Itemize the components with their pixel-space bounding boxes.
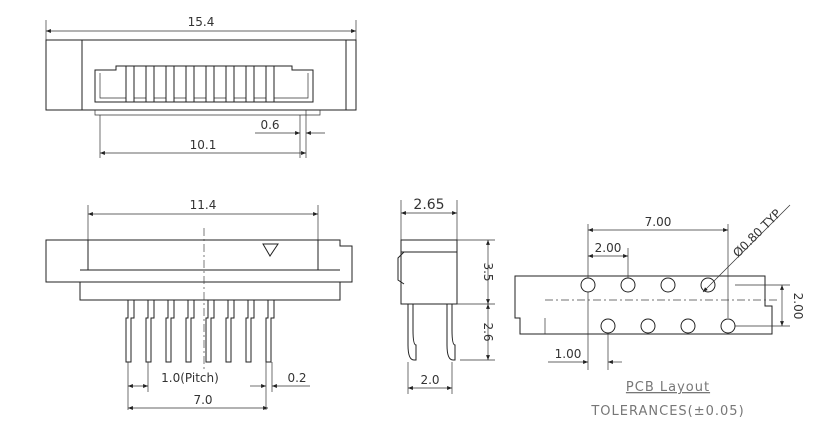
pcb-holes bbox=[580, 277, 736, 334]
dim-top-offset: 0.6 bbox=[260, 118, 279, 132]
dim-pcb-pitch: 2.00 bbox=[595, 241, 622, 255]
dim-pcb-row-gap: 2.00 bbox=[791, 293, 805, 320]
dim-front-pitch: 1.0(Pitch) bbox=[161, 371, 219, 385]
front-view: 11.4 1.0(Pitch) 0.2 bbox=[45, 198, 353, 410]
dim-pcb-hole: Ø0.80 TYP bbox=[730, 206, 784, 260]
front-view-pins bbox=[125, 299, 275, 363]
top-view-pins bbox=[125, 65, 275, 103]
pin1-triangle-icon bbox=[262, 243, 279, 257]
dim-top-width: 15.4 bbox=[188, 15, 215, 29]
pcb-layout: 7.00 2.00 Ø0.80 TYP 2.00 1.00 PCB Layout… bbox=[514, 204, 805, 419]
dim-side-base: 2.0 bbox=[420, 373, 439, 387]
dim-front-pin: 0.2 bbox=[287, 371, 306, 385]
dim-side-depth: 2.65 bbox=[413, 197, 444, 213]
dim-pcb-span: 7.00 bbox=[645, 215, 672, 229]
dim-side-height: 3.5 bbox=[481, 262, 495, 281]
dim-side-lead: 2.6 bbox=[481, 322, 495, 341]
dim-pcb-edge: 1.00 bbox=[555, 347, 582, 361]
dim-front-span: 7.0 bbox=[193, 393, 212, 407]
side-view: 2.65 3.5 2.6 2.0 bbox=[397, 197, 495, 394]
dim-front-width: 11.4 bbox=[190, 198, 217, 212]
tolerance-note: TOLERANCES(±0.05) bbox=[590, 404, 744, 419]
dim-top-span: 10.1 bbox=[190, 138, 217, 152]
pcb-layout-title: PCB Layout bbox=[626, 380, 710, 395]
top-view: 15.4 0.6 10.1 bbox=[45, 15, 357, 158]
